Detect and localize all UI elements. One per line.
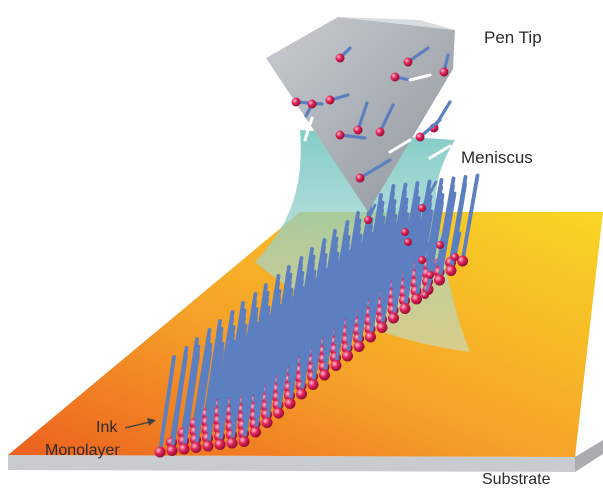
meniscus-molecule [426, 256, 442, 279]
ink-arrow [124, 418, 156, 429]
pen-molecule [390, 72, 412, 82]
pen-tip-label: Pen Tip [484, 28, 542, 47]
monolayer-molecule [342, 263, 365, 362]
substrate-edge [8, 455, 575, 472]
monolayer-label: Monolayer [45, 442, 120, 459]
monolayer-molecule [353, 254, 375, 352]
monolayer-molecule [190, 350, 212, 453]
pen-molecule [335, 130, 367, 140]
monolayer-molecule [261, 326, 283, 428]
pen-molecule [439, 53, 450, 77]
meniscus-molecule [401, 210, 416, 236]
pen-molecule [353, 101, 369, 135]
monolayer-molecule [376, 236, 398, 333]
pen-highlight [388, 138, 412, 154]
pen-ink-molecules [291, 46, 452, 183]
pen-tip-facet [338, 17, 455, 30]
monolayer-molecule [178, 352, 200, 455]
monolayer-molecule [365, 245, 388, 343]
monolayer-molecule [284, 308, 306, 409]
pen-molecule [403, 46, 430, 67]
monolayer-molecule [214, 347, 236, 450]
meniscus-molecule [418, 236, 434, 264]
monolayer-molecule [319, 281, 342, 381]
substrate-label: Substrate [482, 471, 551, 488]
pen-molecule [415, 118, 442, 142]
meniscus-label: Meniscus [461, 148, 533, 167]
substrate-edge-right [575, 440, 603, 472]
monolayer-molecule [296, 299, 319, 400]
ink-label: Ink [96, 419, 118, 436]
pen-highlight [303, 116, 314, 142]
pen-highlight [408, 73, 432, 82]
ink-monolayer [154, 173, 480, 458]
meniscus-molecule [404, 224, 426, 246]
pen-highlight [428, 144, 452, 160]
monolayer-molecule [273, 317, 296, 419]
pen-molecule [304, 99, 317, 118]
monolayer-molecule [202, 349, 224, 452]
meniscus-molecule [451, 231, 462, 261]
monolayer-molecule [307, 290, 329, 390]
meniscus-molecule [364, 203, 377, 224]
meniscus-molecule [418, 180, 438, 212]
monolayer-molecule [250, 335, 273, 438]
pen-molecule [375, 103, 395, 137]
pen-molecule [355, 158, 392, 183]
monolayer-molecule [457, 173, 480, 267]
monolayer-molecule [154, 355, 176, 458]
monolayer-molecule [226, 346, 248, 449]
meniscus-molecule [436, 222, 449, 249]
monolayer-molecule [238, 344, 260, 447]
pen-molecule [335, 46, 352, 63]
meniscus-ink-molecules [364, 180, 462, 299]
monolayer-molecule [330, 272, 352, 371]
monolayer-molecule [166, 353, 188, 456]
monolayer-molecule [434, 191, 457, 286]
pen-molecule [325, 93, 350, 105]
meniscus-molecule [421, 274, 434, 299]
